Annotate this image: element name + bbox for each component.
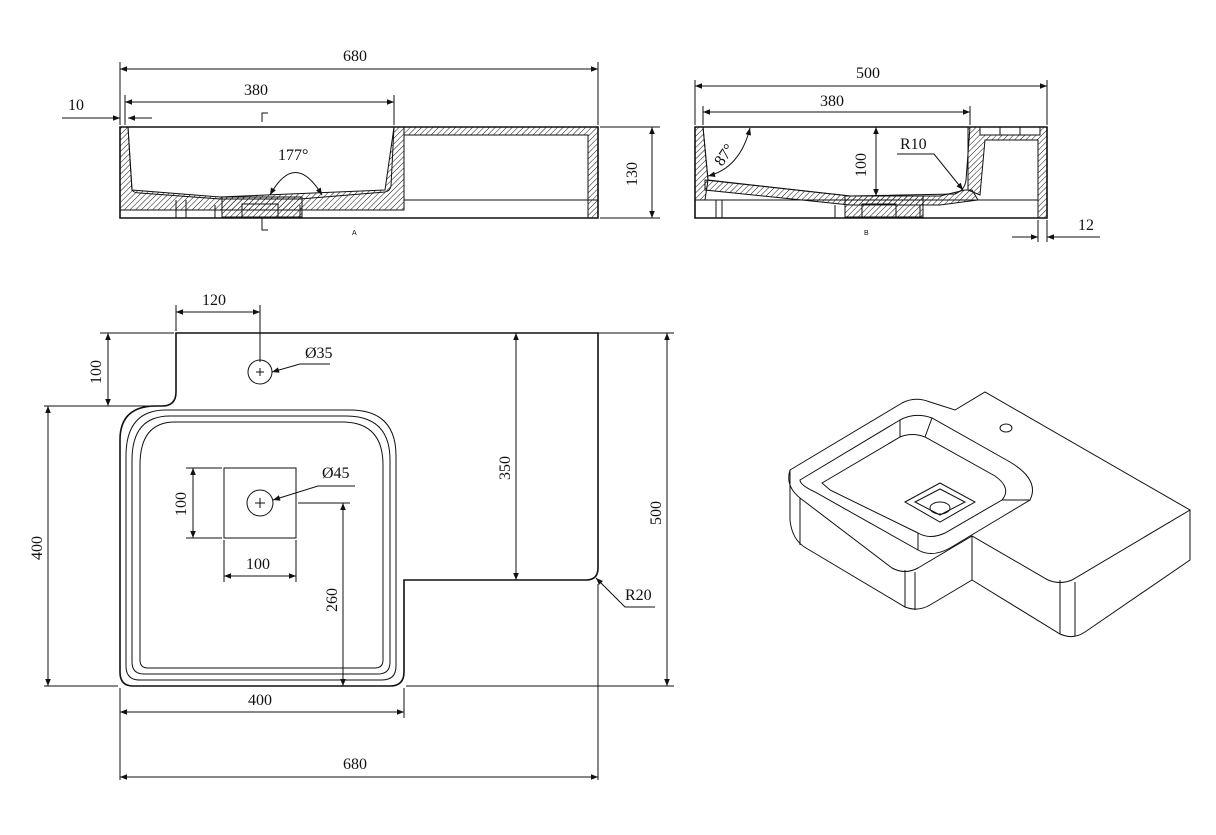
front-width-label: 680 [343, 48, 367, 65]
iso-waste [929, 501, 951, 515]
side-section-view: 87° 100 R10 B 500 380 12 [694, 65, 1100, 242]
side-radius-label: R10 [900, 136, 927, 153]
iso-front-face [789, 470, 973, 610]
front-deck-wall [403, 126, 599, 219]
side-angle-arc [707, 127, 752, 178]
plan-view: Ø35 Ø45 120 100 100 100 350 260 R20 [29, 292, 674, 780]
iso-deck-face [971, 510, 1191, 638]
plan-waste-label: Ø45 [322, 465, 350, 482]
side-drain-core [861, 203, 897, 218]
side-width-label: 500 [856, 65, 880, 82]
plan-waste-hole [246, 489, 274, 517]
plan-total-depth-label: 500 [648, 501, 665, 525]
side-section-tag: B [864, 230, 869, 237]
side-drain [844, 195, 924, 218]
front-section-mark-bottom [261, 218, 268, 231]
front-section-view: 177° A 680 380 10 130 [62, 48, 660, 237]
front-rim-label: 10 [68, 97, 84, 114]
plan-radius-label: R20 [625, 587, 652, 604]
plan-drain-height-label: 100 [173, 492, 190, 516]
plan-drain-width-label: 100 [246, 556, 270, 573]
front-basin-label: 380 [244, 82, 268, 99]
plan-tap-leader [271, 363, 330, 373]
front-basin-inner [127, 126, 395, 200]
plan-drain-square [223, 467, 297, 539]
iso-tap-hole [999, 423, 1013, 433]
plan-basin-depth-label: 400 [29, 536, 46, 560]
iso-basin-rim [799, 414, 1033, 554]
front-section-tag: A [352, 230, 357, 237]
plan-waste-leader [272, 485, 355, 501]
side-angle-label: 87° [711, 141, 738, 169]
front-height-label: 130 [624, 162, 641, 186]
side-section-wall-right [967, 126, 1048, 219]
plan-hole-inset-label: 100 [88, 360, 105, 384]
plan-basin-rim-outer [125, 409, 397, 681]
plan-deck-depth-label: 350 [497, 456, 514, 480]
iso-top-outline [788, 391, 1191, 583]
side-radius-leader [897, 153, 964, 191]
isometric-view [788, 391, 1191, 638]
side-wall-label: 12 [1078, 217, 1094, 234]
plan-radius-leader [595, 577, 655, 608]
iso-basin-inner [821, 434, 1007, 537]
plan-total-width-label: 680 [343, 756, 367, 773]
front-angle-label: 177° [278, 147, 308, 164]
side-depth-label: 100 [853, 153, 870, 177]
plan-tap-label: Ø35 [305, 345, 333, 362]
side-basin-bottom [704, 179, 979, 206]
front-section-mark-top [261, 112, 268, 122]
plan-drain-offset-label: 260 [324, 588, 341, 612]
plan-outline [119, 332, 599, 687]
side-basin-label: 380 [820, 93, 844, 110]
plan-basin-rim-inner [131, 415, 391, 675]
front-angle-arc [269, 172, 323, 196]
plan-basin-floor [139, 421, 384, 669]
side-basin-inner [702, 126, 971, 197]
front-drain [221, 196, 303, 218]
plan-hole-offset-label: 120 [202, 292, 226, 309]
plan-basin-width-label: 400 [248, 692, 272, 709]
front-drain-core [241, 203, 279, 218]
front-base [119, 199, 598, 218]
